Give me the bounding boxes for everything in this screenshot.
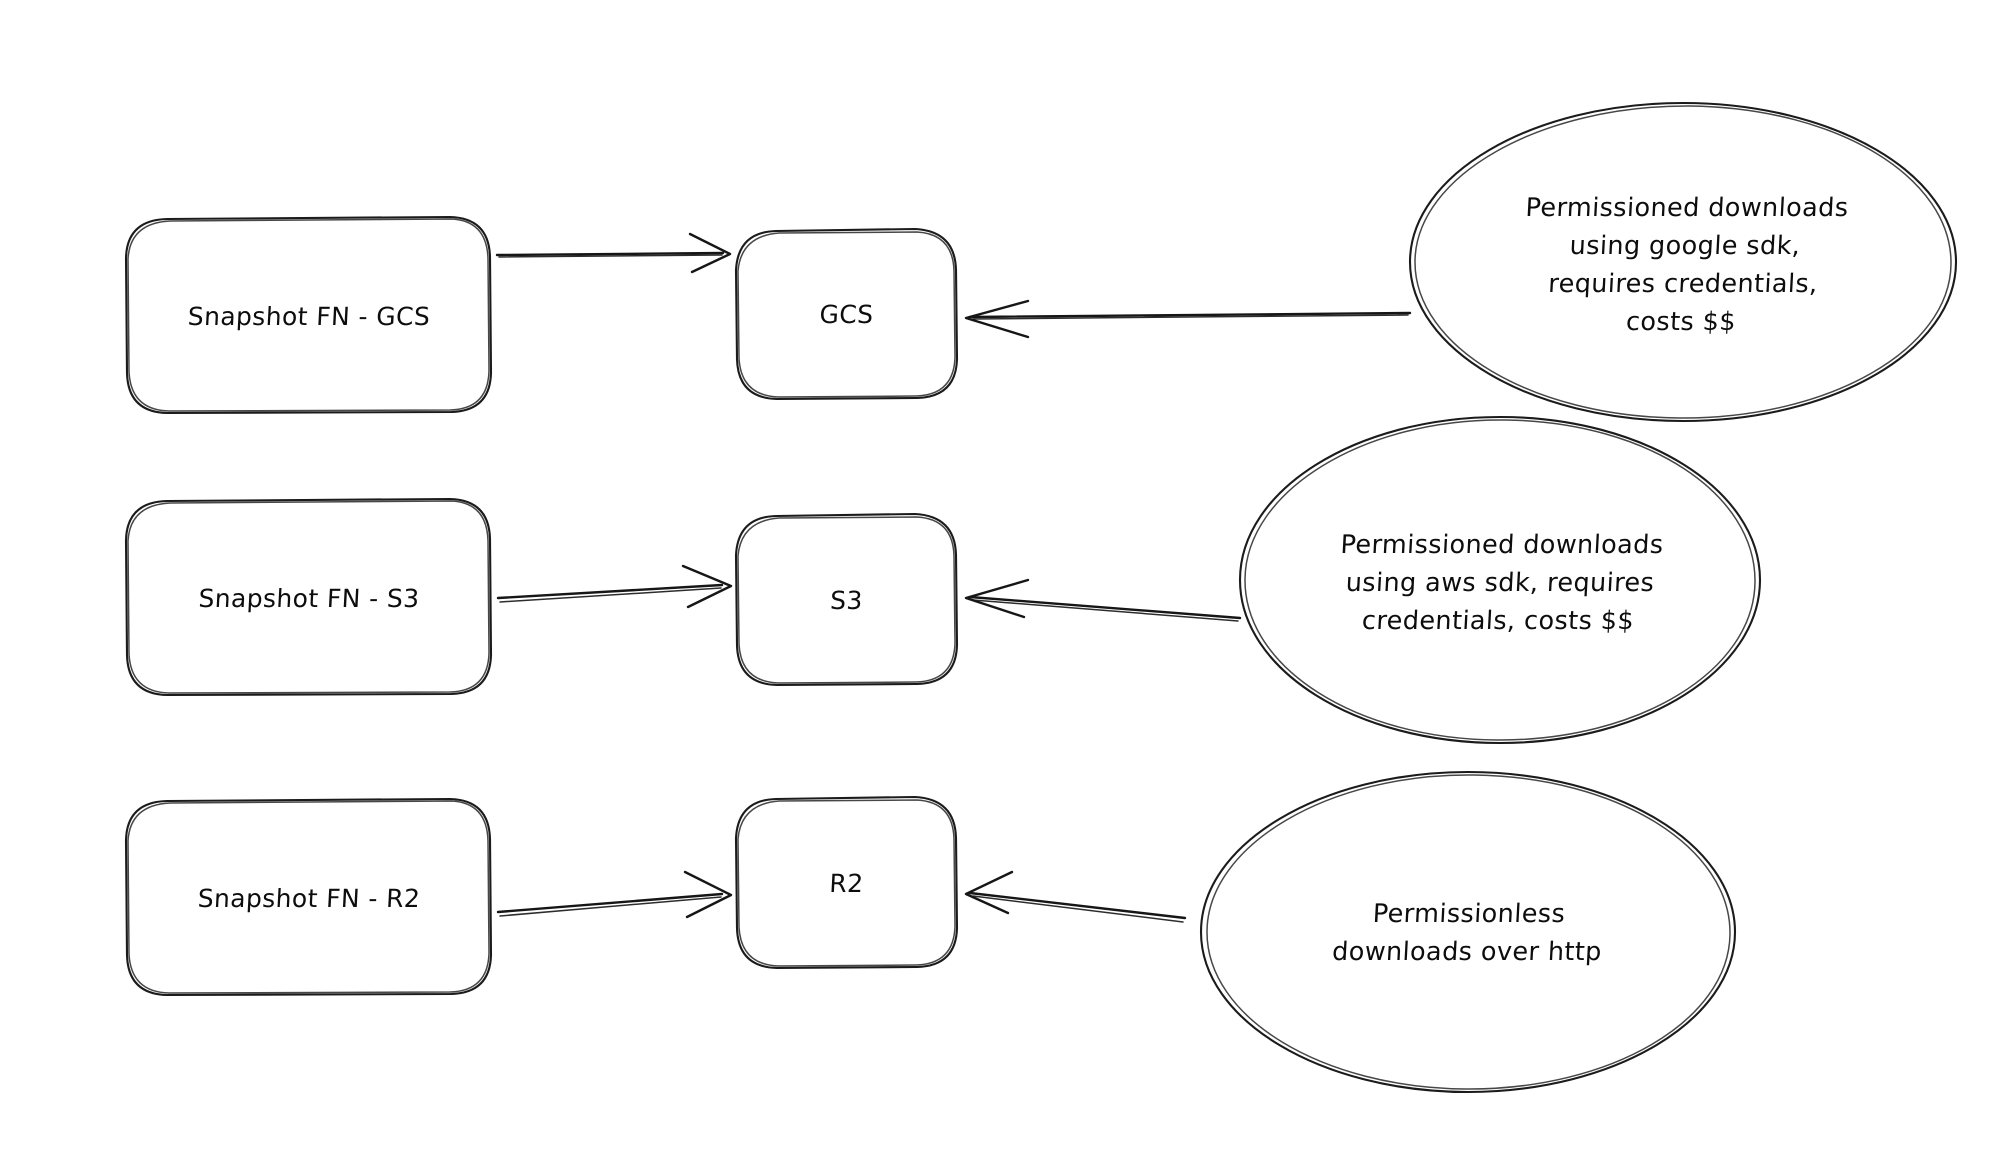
node-gcs[interactable] (734, 227, 959, 401)
edge-note-s3-to-s3 (964, 578, 1242, 622)
note-ellipse-s3[interactable] (1238, 415, 1762, 745)
edge-snapshot-gcs-to-gcs (495, 232, 732, 274)
edge-snapshot-r2-to-r2 (496, 870, 733, 919)
note-ellipse-gcs[interactable] (1408, 101, 1958, 423)
node-snapshot-fn-gcs[interactable] (124, 215, 493, 415)
edge-note-r2-to-r2 (964, 870, 1187, 923)
node-r2[interactable] (734, 795, 959, 970)
node-s3[interactable] (734, 512, 959, 687)
node-snapshot-fn-r2[interactable] (124, 797, 493, 997)
note-ellipse-r2[interactable] (1199, 770, 1737, 1094)
node-snapshot-fn-s3[interactable] (124, 497, 493, 697)
edge-snapshot-s3-to-s3 (496, 564, 733, 609)
edge-note-gcs-to-gcs (964, 299, 1412, 339)
